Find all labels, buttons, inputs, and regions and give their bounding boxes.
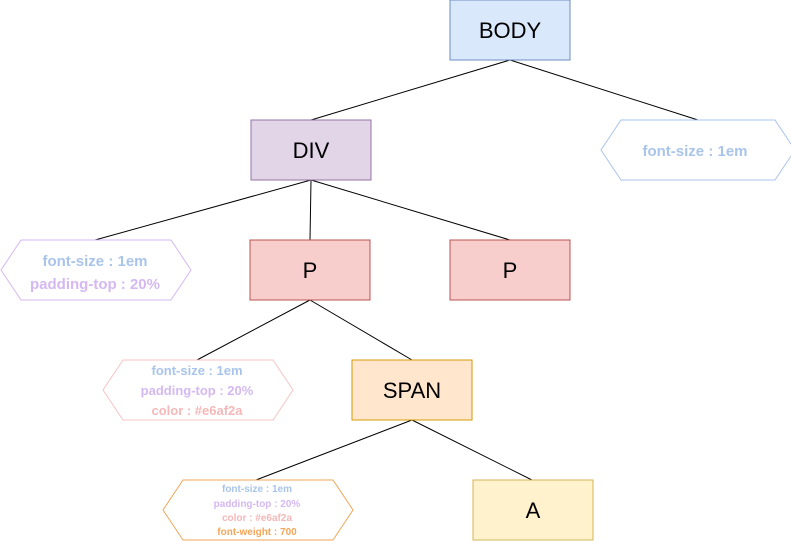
annotation-div: font-size : 1em padding-top : 20%	[0, 239, 192, 301]
annotation-span-padding-top: padding-top : 20%	[214, 499, 301, 510]
annotation-span-hexagon	[162, 479, 354, 541]
node-p-second-label: P	[503, 258, 518, 283]
node-div-box	[250, 119, 372, 181]
annotation-span: font-size : 1em padding-top : 20% color …	[162, 479, 354, 541]
node-p-first: P	[249, 239, 371, 301]
node-body-label: BODY	[479, 18, 542, 43]
node-p-first-label: P	[303, 258, 318, 283]
annotation-body-hexagon	[600, 119, 791, 181]
node-body: BODY	[449, 0, 571, 61]
edge-p1-annotation	[196, 299, 311, 361]
annotation-body: font-size : 1em	[600, 119, 791, 181]
annotation-body-font-size: font-size : 1em	[642, 143, 747, 160]
annotation-span-color: color : #e6af2a	[222, 513, 292, 524]
annotation-span-font-size: font-size : 1em	[222, 484, 292, 495]
annotation-div-font-size: font-size : 1em	[42, 253, 147, 270]
edge-div-p2	[310, 179, 511, 241]
edge-div-annotation	[94, 179, 312, 241]
node-span: SPAN	[351, 359, 473, 421]
node-span-box	[351, 359, 473, 421]
annotation-p-hexagon	[102, 359, 294, 421]
node-span-label: SPAN	[383, 378, 441, 403]
annotation-div-hexagon	[0, 239, 192, 301]
annotation-span-font-weight: font-weight : 700	[217, 527, 297, 538]
node-div-label: DIV	[293, 138, 330, 163]
annotation-div-padding-top: padding-top : 20%	[30, 276, 160, 293]
node-a-label: A	[526, 498, 541, 523]
node-a-box	[472, 479, 594, 541]
edge-body-div	[310, 59, 511, 121]
edge-span-annotation	[255, 419, 413, 481]
annotation-p-color: color : #e6af2a	[151, 403, 243, 418]
node-body-box	[449, 0, 571, 61]
node-a: A	[472, 479, 594, 541]
node-p-second-box	[449, 239, 571, 301]
node-p-first-box	[249, 239, 371, 301]
node-div: DIV	[250, 119, 372, 181]
annotation-p-padding-top: padding-top : 20%	[141, 383, 254, 398]
annotation-p-font-size: font-size : 1em	[151, 363, 242, 378]
edge-span-a	[411, 419, 533, 481]
node-p-second: P	[449, 239, 571, 301]
edge-p1-span	[309, 299, 413, 361]
annotation-p: font-size : 1em padding-top : 20% color …	[102, 359, 294, 421]
edge-body-annotation	[509, 59, 699, 121]
edge-div-p1	[309, 179, 312, 241]
connectors	[94, 59, 699, 481]
